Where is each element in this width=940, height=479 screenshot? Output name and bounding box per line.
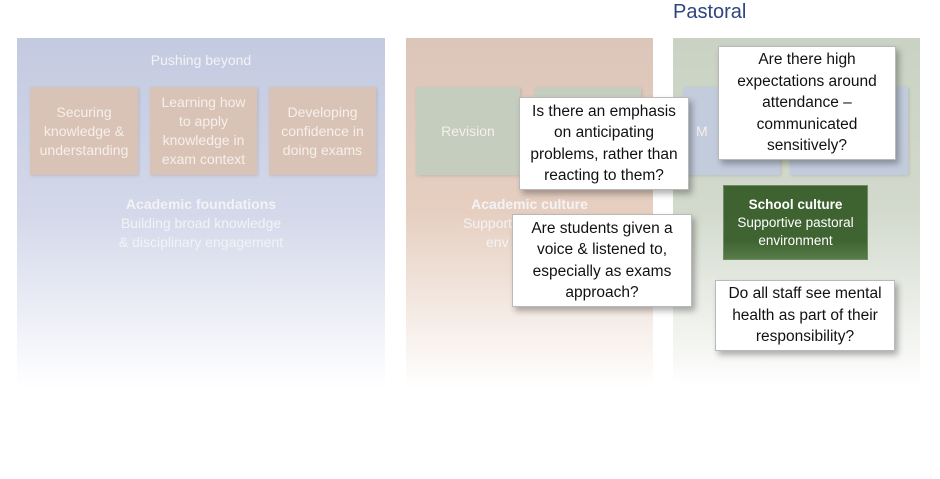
academic-foundations-subtitle-2: & disciplinary engagement [118, 234, 284, 250]
academic-culture-subtitle-2: env [486, 234, 509, 250]
pushing-beyond-label: Pushing beyond [150, 52, 252, 68]
box-label: Developing confidence in doing exams [281, 103, 364, 158]
callout-mental-health: Do all staff see mental health as part o… [715, 280, 895, 351]
school-culture-box: School culture Supportive pastoral envir… [723, 185, 868, 260]
callout-attendance: Are there high expectations around atten… [718, 46, 896, 160]
academic-culture-subtitle-1: Support [463, 215, 513, 231]
securing-knowledge-box: Securing knowledge & understanding [30, 87, 138, 175]
academic-foundations-heading: Academic foundations [125, 196, 277, 212]
academic-foundations-subtitle-1: Building broad knowledge [120, 215, 282, 231]
apply-knowledge-box: Learning how to apply knowledge in exam … [150, 87, 257, 175]
academic-culture-heading: Academic culture [471, 196, 588, 212]
callout-student-voice: Are students given a voice & listened to… [512, 214, 692, 307]
box-label: M [696, 122, 708, 139]
school-culture-heading: School culture [748, 197, 843, 212]
developing-confidence-box: Developing confidence in doing exams [269, 87, 376, 175]
box-label: Learning how to apply knowledge in exam … [161, 94, 246, 167]
school-culture-subtitle-1: Supportive pastoral [737, 215, 854, 230]
school-culture-subtitle-2: environment [758, 233, 833, 248]
box-label: Revision [441, 122, 495, 139]
callout-anticipating-problems: Is there an emphasis on anticipating pro… [519, 97, 689, 190]
pastoral-title: Pastoral [673, 1, 747, 23]
box-label: Securing knowledge & understanding [39, 103, 129, 158]
revision-box: Revision [416, 87, 520, 175]
